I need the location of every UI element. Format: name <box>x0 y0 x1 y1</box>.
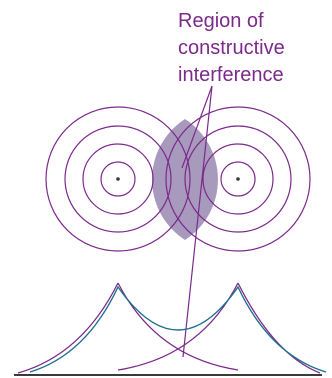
left-source-point <box>116 177 120 181</box>
annotation-leaders <box>181 85 213 358</box>
right-wave-curve-left <box>117 282 239 371</box>
leader-line-lower <box>182 85 213 358</box>
right-source-waves <box>165 106 311 252</box>
left-wave-ring-1 <box>100 161 136 197</box>
right-wave-curve-right <box>237 282 321 374</box>
annotation-line-1: Region of <box>178 10 264 32</box>
right-source-point <box>236 177 240 181</box>
right-wave-ring-1 <box>220 161 256 197</box>
left-wave-curve-right <box>117 282 239 371</box>
left-wave-ring-3 <box>64 125 172 233</box>
right-wave-ring-3 <box>184 125 292 233</box>
annotation-line-2: constructive <box>178 37 285 59</box>
individual-wave-curves <box>17 282 321 374</box>
left-wave-curve-left <box>17 282 119 374</box>
right-wave-ring-4 <box>165 106 311 252</box>
leader-line-upper <box>181 85 213 169</box>
left-source-waves <box>45 106 191 252</box>
right-wave-ring-2 <box>202 143 274 215</box>
annotation-line-3: interference <box>178 64 284 86</box>
left-wave-ring-2 <box>82 143 154 215</box>
resultant-wave-curve <box>29 285 327 373</box>
left-wave-ring-4 <box>45 106 191 252</box>
